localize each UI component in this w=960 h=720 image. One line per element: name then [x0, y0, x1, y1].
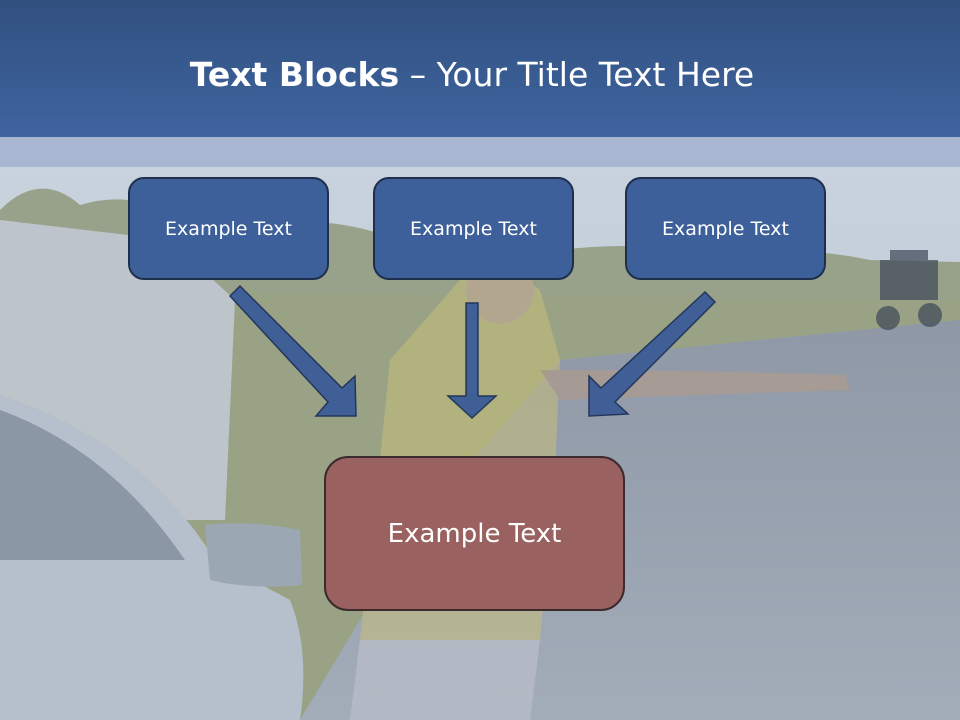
arrow-right-icon: [588, 290, 717, 417]
arrow-center-icon: [446, 302, 498, 420]
title-accent-strip: [0, 137, 960, 167]
text-block-3[interactable]: Example Text: [625, 177, 826, 280]
main-text-block[interactable]: Example Text: [324, 456, 625, 611]
text-block-2[interactable]: Example Text: [373, 177, 574, 280]
title-bold-part: Text Blocks: [189, 55, 400, 94]
main-text-block-label: Example Text: [387, 518, 562, 549]
text-block-2-label: Example Text: [410, 217, 537, 240]
text-block-3-label: Example Text: [662, 217, 789, 240]
text-block-1-label: Example Text: [165, 217, 292, 240]
title-band: [0, 0, 960, 137]
title-rest-part: – Your Title Text Here: [399, 55, 755, 94]
text-block-1[interactable]: Example Text: [128, 177, 329, 280]
slide-title: Text Blocks – Your Title Text Here: [0, 54, 944, 96]
arrow-left-icon: [228, 284, 357, 417]
